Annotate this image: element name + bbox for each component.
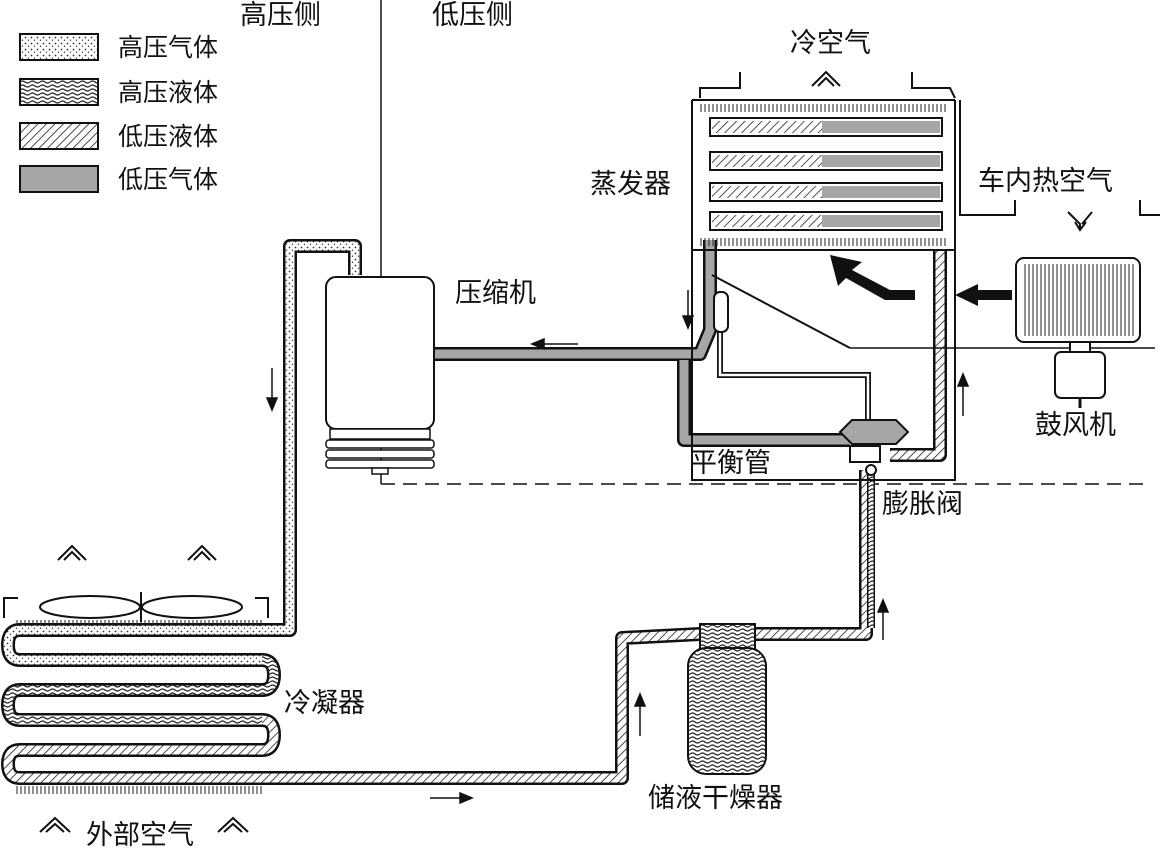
compressor-label: 压缩机 [455, 278, 536, 309]
blower [1015, 257, 1141, 408]
hot-air-arrow-icon [1067, 211, 1093, 232]
high-side-label: 高压侧 [240, 0, 321, 31]
legend-swatch-dots [19, 33, 99, 61]
outside-air-arrow-icon [217, 816, 249, 833]
intake-duct [959, 100, 1160, 216]
fan-airflow-arrow-icon [187, 544, 217, 561]
condenser-label: 冷凝器 [284, 688, 365, 719]
flow-arrows [265, 290, 970, 805]
sensing-bulb [713, 291, 729, 333]
legend-swatch-waves [19, 78, 99, 106]
blower-arrow-icon [955, 284, 1012, 306]
receiver-drier [687, 623, 767, 775]
blower-label: 鼓风机 [1035, 410, 1116, 441]
expansion-valve-label: 膨胀阀 [882, 489, 963, 520]
legend-label-high-gas: 高压气体 [118, 33, 218, 62]
legend-label-low-gas: 低压气体 [118, 165, 218, 194]
evaporator-hood [699, 72, 956, 99]
airflow-arrow-icon [830, 255, 915, 300]
cold-air-arrow-icon [811, 70, 841, 87]
legend-swatch-hatch [19, 122, 99, 150]
condenser [0, 620, 282, 794]
pipe-high-gas [262, 239, 362, 637]
low-side-label: 低压侧 [432, 0, 513, 31]
cabin-air-label: 车内热空气 [978, 166, 1113, 197]
balance-tube-label: 平衡管 [690, 448, 771, 479]
legend-label-low-liquid: 低压液体 [118, 122, 218, 151]
receiver-drier-label: 储液干燥器 [648, 783, 783, 814]
pipe-low-liquid [262, 470, 873, 785]
condenser-fan [3, 592, 269, 622]
legend-label-high-liquid: 高压液体 [118, 78, 218, 107]
cold-air-label: 冷空气 [790, 28, 871, 59]
outside-air-arrow-icon [39, 816, 71, 833]
fan-airflow-arrow-icon [57, 544, 87, 561]
legend-swatch-gray [19, 165, 99, 193]
outside-air-label: 外部空气 [86, 820, 194, 850]
evaporator-label: 蒸发器 [590, 169, 671, 200]
evaporator [691, 99, 1155, 481]
pipe-low-gas [434, 240, 850, 447]
legend: 高压气体 高压液体 低压液体 低压气体 [19, 33, 218, 194]
pipe-evap-return [890, 250, 947, 462]
expansion-valve [838, 419, 910, 476]
compressor [325, 276, 435, 475]
